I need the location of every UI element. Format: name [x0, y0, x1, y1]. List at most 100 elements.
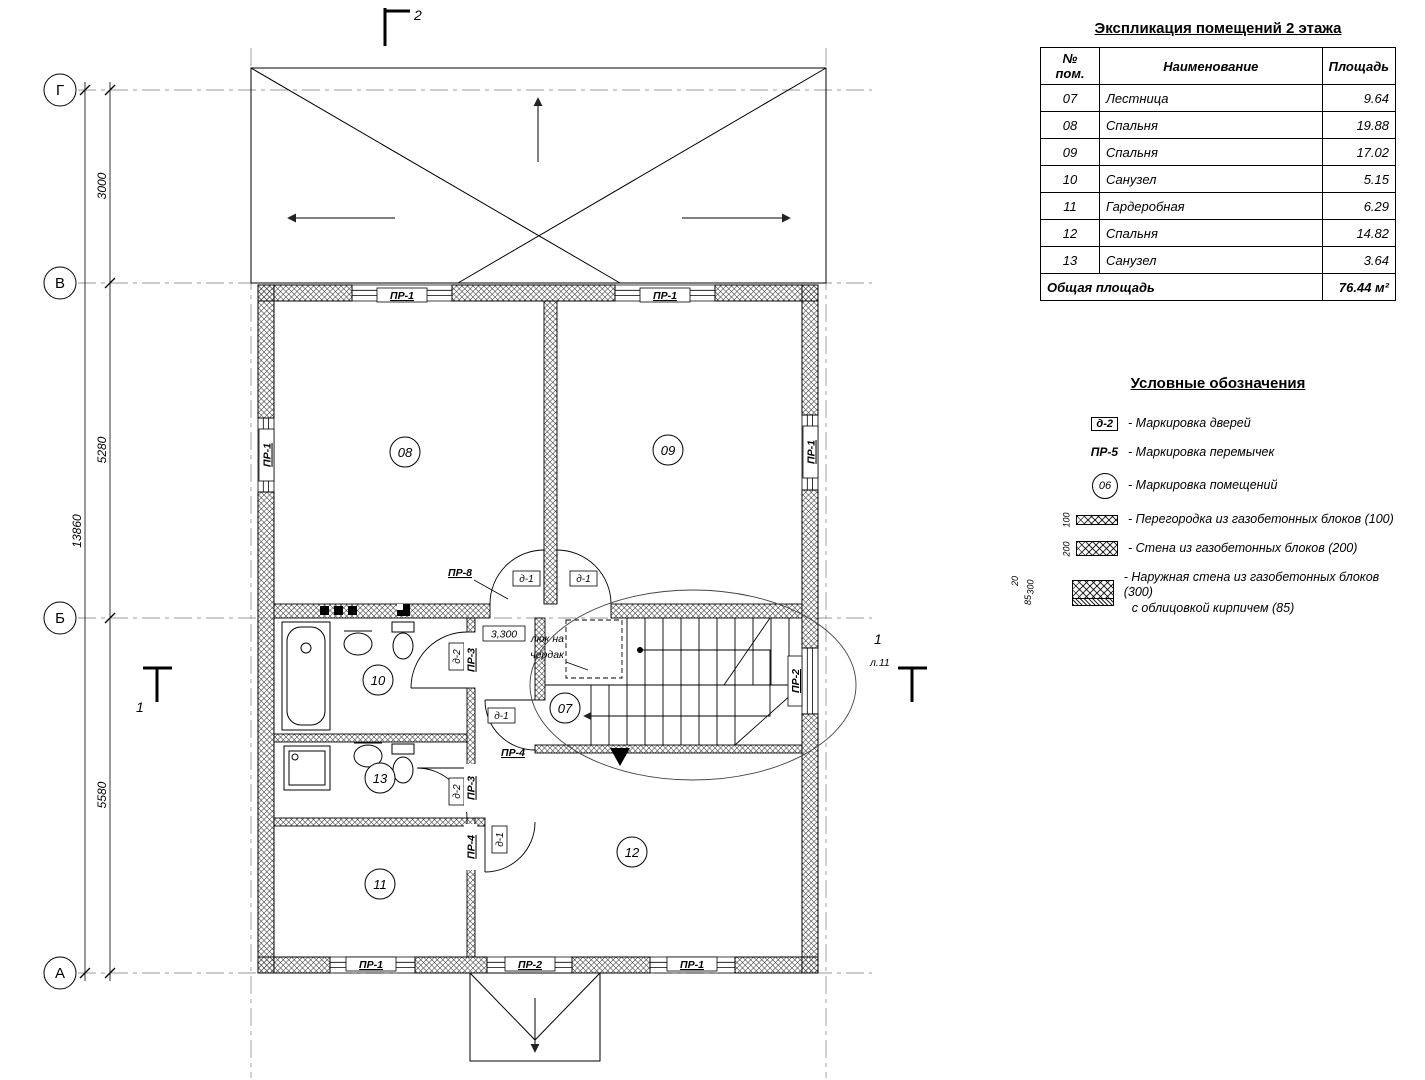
cell-room-number: 13 [1040, 246, 1100, 274]
legend-text-rooms: - Маркировка помещений [1128, 478, 1278, 493]
axis-bubbles: Г В Б А [43, 73, 77, 990]
lintel-top-2: ПР-1 [653, 290, 677, 302]
dim-3000: 3000 [95, 172, 109, 199]
partition-dim-label: 100 [1061, 512, 1072, 528]
lintel-pr4-a: ПР-4 [501, 747, 525, 759]
axis-label-g: Г [56, 82, 64, 99]
lintel-right: ПР-1 [806, 440, 818, 464]
door-tag-10: д-2 [452, 649, 463, 664]
lintel-bottom-1: ПР-1 [359, 959, 383, 971]
interior-walls [273, 300, 803, 958]
cell-room-number: 07 [1040, 84, 1100, 112]
legend-text-wall: - Стена из газобетонных блоков (200) [1128, 540, 1358, 555]
legend-text-ext-wall-1: - Наружная стена из газобетонных блоков … [1123, 569, 1380, 600]
legend-item-ext-wall: 20 300 85 - Наружная стена из газобетонн… [1010, 569, 1396, 617]
bathtub [281, 621, 331, 731]
table-row: 12 Спальня 14.82 [1040, 219, 1397, 247]
dim-5280: 5280 [95, 436, 109, 463]
elevation-mark: 3,300 [482, 625, 526, 642]
legend-item-rooms: 06 - Маркировка помещений [1040, 473, 1396, 500]
cell-room-area: 3.64 [1321, 246, 1397, 274]
right-panel: Экспликация помещений 2 этажа № пом. Наи… [1010, 20, 1397, 629]
vent-blocks [320, 604, 410, 616]
lintel-tags: ПР-1 ПР-1 ПР-1 ПР-1 ПР-2 ПР-8 ПР-3 ПР-3 … [258, 287, 819, 972]
header-room-number: № пом. [1040, 47, 1100, 85]
lintel-right-2: ПР-2 [790, 669, 802, 693]
cell-room-number: 08 [1040, 111, 1100, 139]
cell-room-name: Спальня [1099, 111, 1323, 139]
wall-hatch-swatch [1076, 541, 1118, 557]
cell-room-number: 09 [1040, 138, 1100, 166]
cell-room-name: Санузел [1099, 246, 1323, 274]
table-row: 08 Спальня 19.88 [1040, 111, 1397, 139]
door-tag-09: д-1 [576, 574, 590, 585]
dim-5580: 5580 [95, 781, 109, 808]
room-tag-10: 10 [371, 673, 386, 688]
section-marks: 2 1 1 л.11 [136, 7, 927, 715]
cell-room-area: 19.88 [1321, 111, 1397, 139]
cell-room-number: 12 [1040, 219, 1100, 247]
lintel-pr4-b: ПР-4 [466, 835, 478, 859]
cell-room-name: Спальня [1099, 138, 1323, 166]
room-tags: 08 09 10 07 13 11 12 [362, 434, 684, 900]
cell-room-name: Спальня [1099, 219, 1323, 247]
total-value: 76.44 м² [1321, 273, 1397, 301]
section-mark-1-right [898, 666, 927, 702]
lintel-top-1: ПР-1 [390, 290, 414, 302]
door-tag-12: д-1 [495, 832, 506, 846]
cell-room-number: 11 [1040, 192, 1100, 220]
door-tag-sample: д-2 [1091, 416, 1118, 431]
legend-text-ext-wall-2: с облицовкой кирпичем (85) [1131, 600, 1295, 615]
lintel-pr8: ПР-8 [448, 567, 472, 579]
ext-dim-85: 85 [1023, 594, 1034, 605]
exterior-walls [257, 284, 819, 974]
lintel-left: ПР-1 [262, 443, 274, 467]
section-label-2: 2 [413, 7, 422, 23]
total-label: Общая площадь [1040, 273, 1323, 301]
table-row: 11 Гардеробная 6.29 [1040, 192, 1397, 220]
lintel-bottom-3: ПР-1 [680, 959, 704, 971]
room-tag-11: 11 [373, 877, 387, 892]
room-tag-13: 13 [373, 771, 388, 786]
stairs [545, 617, 803, 766]
room-tag-09: 09 [661, 443, 675, 458]
legend-item-lintels: ПР-5 - Маркировка перемычек [1040, 445, 1396, 461]
legend-text-partition: - Перегородка из газобетонных блоков (10… [1128, 512, 1394, 527]
entrance-porch [469, 972, 601, 1062]
section-mark-1-left [143, 666, 172, 702]
axis-label-v: В [55, 275, 65, 292]
cell-room-name: Лестница [1099, 84, 1323, 112]
header-room-area: Площадь [1321, 47, 1397, 85]
cell-room-area: 6.29 [1321, 192, 1397, 220]
stair-run-label: л.11 [869, 657, 890, 669]
table-total-row: Общая площадь 76.44 м² [1040, 273, 1397, 301]
legend-item-partition: 100 - Перегородка из газобетонных блоков… [1040, 512, 1396, 528]
stair-callout-ellipse [529, 589, 857, 781]
door-tag-08: д-1 [519, 574, 533, 585]
dim-13860: 13860 [70, 514, 84, 548]
cell-room-area: 9.64 [1321, 84, 1397, 112]
cell-room-name: Гардеробная [1099, 192, 1323, 220]
section-label-1-left: 1 [136, 699, 144, 715]
lintel-bottom-2: ПР-2 [518, 959, 542, 971]
sink-square [283, 745, 331, 791]
room-tag-07: 07 [558, 701, 573, 716]
table-header-row: № пом. Наименование Площадь [1040, 47, 1397, 85]
axis-label-b: Б [55, 610, 65, 627]
table-row: 09 Спальня 17.02 [1040, 138, 1397, 166]
table-row: 10 Санузел 5.15 [1040, 165, 1397, 193]
schedule-title: Экспликация помещений 2 этажа [1094, 20, 1342, 37]
lintel-pr3-b: ПР-3 [466, 776, 478, 800]
door-tag-07: д-1 [494, 711, 508, 722]
toilet-1 [391, 621, 415, 660]
room-tag-12: 12 [625, 845, 640, 860]
door-tags: д-1 д-1 д-2 д-1 д-2 д-1 [448, 570, 598, 854]
elevation-value: 3,300 [491, 629, 517, 641]
attic-hatch-label-1: люк на [530, 633, 564, 645]
cell-room-number: 10 [1040, 165, 1100, 193]
sink-oval-2 [353, 742, 383, 768]
ext-wall-hatch-swatch [1071, 579, 1114, 606]
cell-room-area: 5.15 [1321, 165, 1397, 193]
table-row: 13 Санузел 3.64 [1040, 246, 1397, 274]
